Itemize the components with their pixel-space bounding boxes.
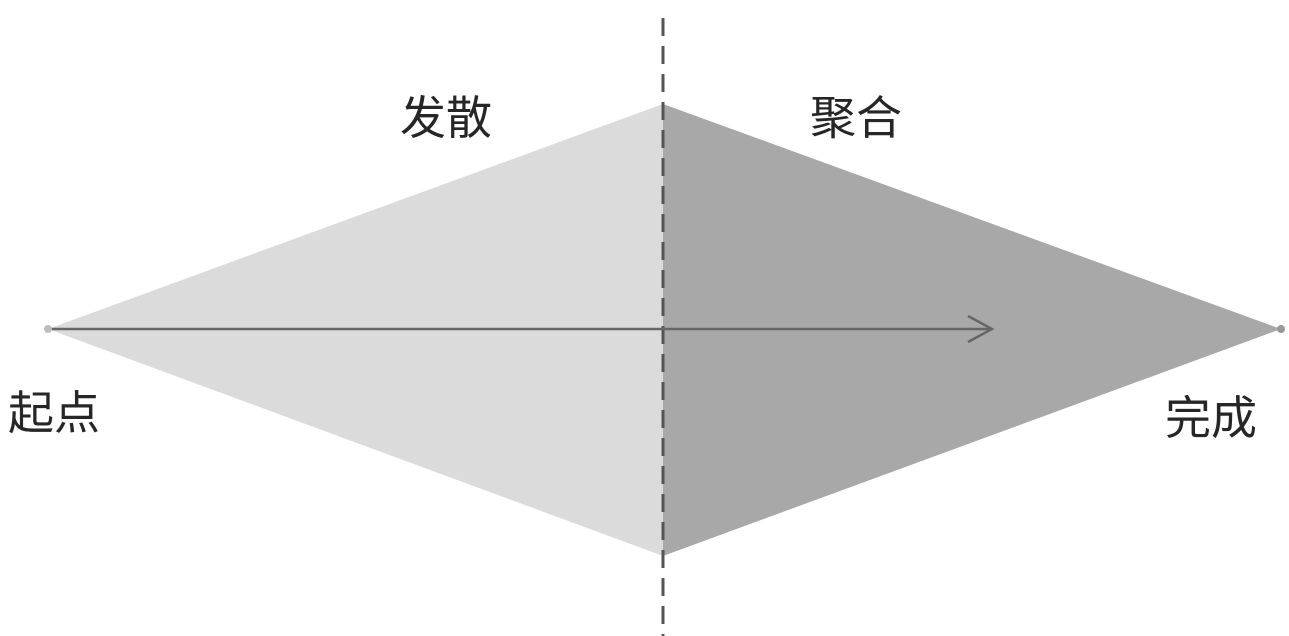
start-point-dot [44,325,52,333]
arrow-head-icon [967,314,995,344]
diverge-label: 发散 [400,91,492,145]
end-point-dot [1277,325,1285,333]
start-label: 起点 [8,386,100,440]
finish-label: 完成 [1165,391,1257,445]
converge-label: 聚合 [810,91,902,145]
